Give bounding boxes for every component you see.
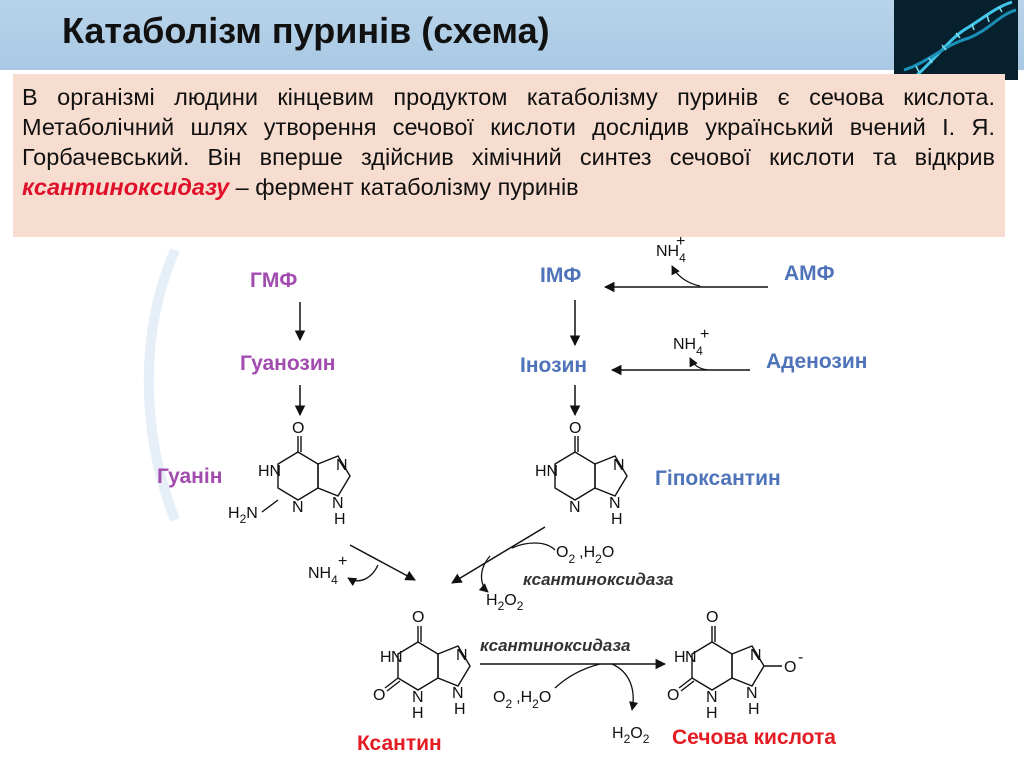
uric-acid-h3: H	[706, 705, 718, 722]
background-arc	[143, 247, 180, 522]
uric-acid-n7: N	[750, 647, 762, 664]
hypoxanthine-hn: HN	[535, 463, 558, 480]
h2o2-1: H2O2	[486, 592, 524, 613]
xanthine-structure	[384, 626, 471, 692]
uric-acid-o6: O	[706, 609, 718, 626]
intro-text-box: В організмі людини кінцевим продуктом ка…	[13, 74, 1005, 237]
label-hypoxanthine: Гіпоксантин	[655, 467, 781, 490]
uric-acid-h9: H	[748, 701, 760, 718]
uric-acid-structure	[678, 626, 782, 692]
xanthine-o2: O	[373, 687, 385, 704]
uric-acid-o2: O	[667, 687, 679, 704]
xanthine-h1: H	[380, 649, 392, 666]
hypoxanthine-h9: H	[611, 511, 623, 528]
label-amp: АМФ	[784, 262, 835, 285]
nh4-3-charge: +	[338, 553, 347, 570]
label-guanosine: Гуанозин	[240, 352, 335, 375]
uric-acid-n1: N	[685, 649, 697, 666]
nh4-2-curve	[689, 357, 709, 371]
guanine-h9: H	[334, 511, 346, 528]
label-xanthine: Ксантин	[357, 732, 442, 755]
nh4-1-curve	[671, 265, 701, 287]
nh4-2-charge: +	[700, 326, 709, 343]
o2-curve-1	[511, 542, 556, 551]
xanthine-h3: H	[412, 705, 424, 722]
nh4-2: NH4	[673, 336, 703, 358]
hypoxanthine-structure	[554, 436, 628, 501]
xanthine-n7: N	[456, 647, 468, 664]
label-imp: ІМФ	[540, 264, 581, 287]
hypoxanthine-n7: N	[613, 457, 625, 474]
title-bar	[0, 0, 1024, 70]
slide-title: Катаболізм пуринів (схема)	[62, 10, 550, 51]
xanthine-n3: N	[412, 689, 424, 706]
xanthine-n9: N	[452, 685, 464, 702]
nh4-3: NH4	[308, 565, 338, 587]
o2-h2o-2: O2,H2O	[493, 689, 551, 711]
uric-acid-n3: N	[706, 689, 718, 706]
label-gmp: ГМФ	[250, 269, 297, 292]
guanine-structure	[277, 436, 351, 501]
o2-h2o-1: O2,H2O	[556, 544, 614, 566]
hypoxanthine-o: O	[569, 420, 581, 437]
nh4-3-curve	[347, 564, 379, 587]
nh4-1-charge: +	[676, 237, 685, 250]
arrow-guanine-xanthine	[349, 544, 416, 581]
enzyme-highlight: ксантиноксидазу	[22, 174, 230, 200]
hypoxanthine-n3: N	[569, 499, 581, 516]
xanthine-o6: O	[412, 609, 424, 626]
guanine-n3: N	[292, 499, 304, 516]
uric-acid-o8: O	[784, 659, 796, 676]
label-guanine: Гуанін	[157, 465, 222, 488]
hypoxanthine-n9: N	[609, 495, 621, 512]
label-uric-acid: Сечова кислота	[672, 726, 836, 749]
enzyme-label-1: ксантиноксидаза	[523, 570, 674, 589]
label-adenosine: Аденозин	[766, 350, 867, 373]
uric-acid-charge: -	[798, 649, 803, 666]
nh4-1: NH4	[656, 243, 686, 265]
guanine-o: O	[292, 420, 304, 437]
h2o2-2: H2O2	[612, 725, 650, 746]
guanine-hn: HN	[258, 463, 281, 480]
arrow-hypoxanthine-xanthine	[451, 526, 546, 584]
intro-text: В організмі людини кінцевим продуктом ка…	[22, 84, 995, 170]
intro-tail: – фермент катаболізму пуринів	[229, 174, 579, 200]
xanthine-h9: H	[454, 701, 466, 718]
label-inosine: Інозин	[520, 354, 587, 377]
uric-acid-h1: H	[674, 649, 686, 666]
o2-curve-2	[554, 663, 601, 689]
h2o2-curve-1	[478, 555, 491, 593]
purine-catabolism-scheme: ГМФ Гуанозин Гуанін ІМФ АМФ Інозин Адено…	[143, 237, 867, 755]
guanine-n9: N	[332, 495, 344, 512]
h2o2-curve-2	[611, 663, 639, 711]
uric-acid-n9: N	[746, 685, 758, 702]
xanthine-n1: N	[391, 649, 403, 666]
guanine-nh2-bond	[261, 499, 279, 513]
guanine-h2n: H2N	[228, 505, 258, 526]
dna-helix-image	[894, 0, 1018, 80]
guanine-n7: N	[336, 457, 348, 474]
enzyme-label-2: ксантиноксидаза	[480, 636, 631, 655]
